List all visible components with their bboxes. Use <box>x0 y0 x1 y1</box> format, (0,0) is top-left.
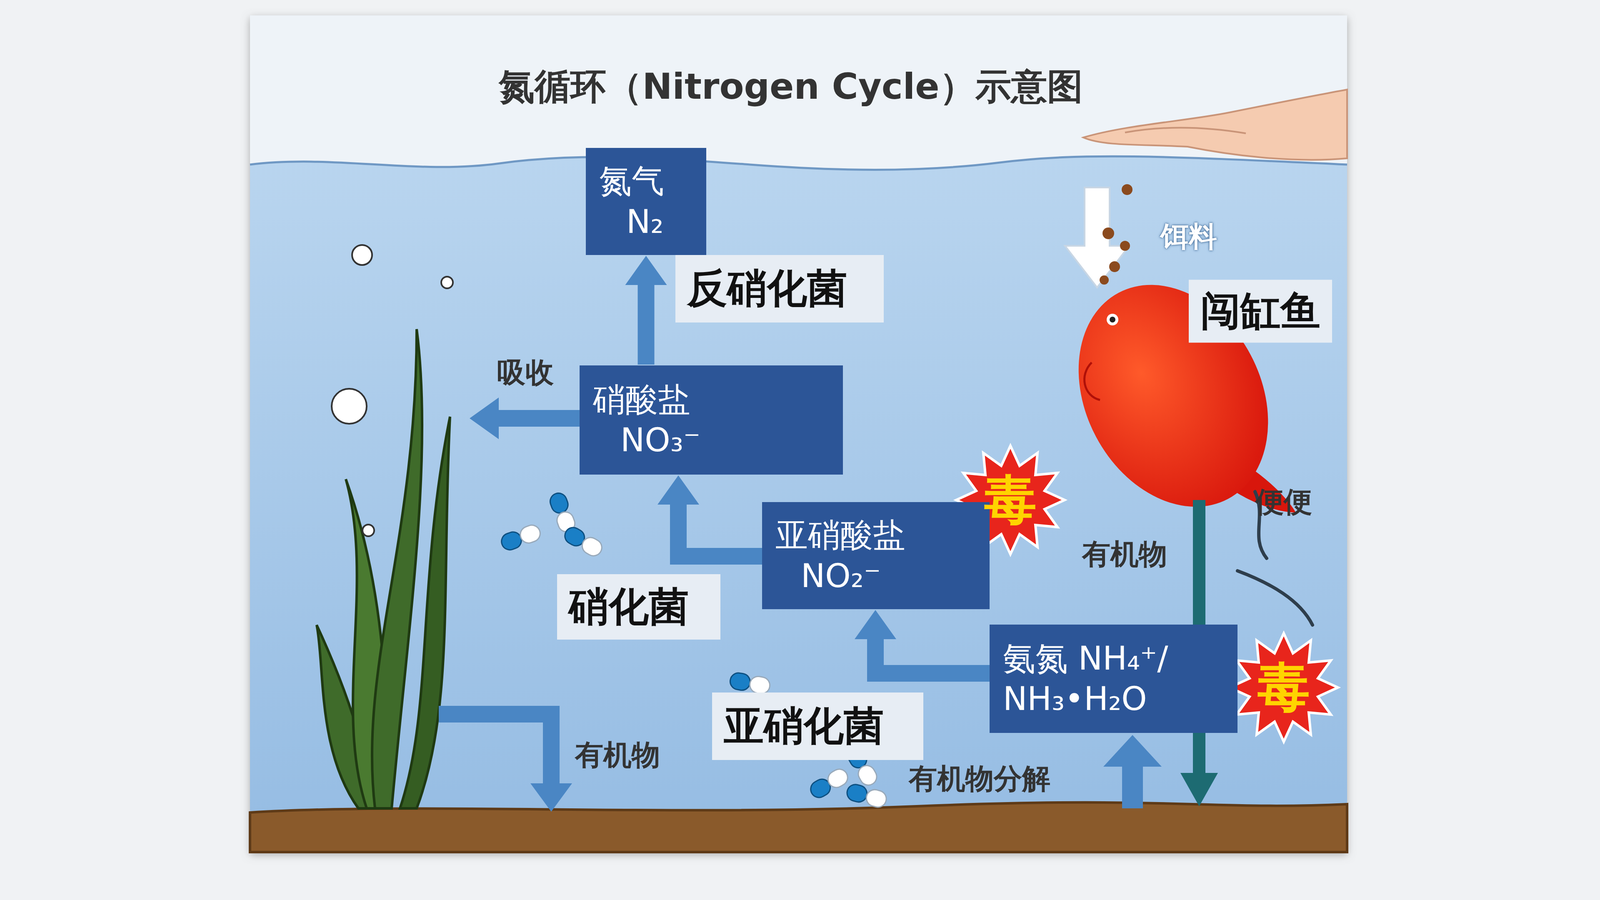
bubble <box>441 276 453 289</box>
chemical-formula: NO₃⁻ <box>620 420 701 461</box>
formula-box: 硝酸盐NO₃⁻ <box>579 365 843 475</box>
picture-frame <box>250 15 1348 853</box>
bubble <box>331 388 367 424</box>
poison-mark: 毒 <box>984 470 1037 531</box>
bacteria-label: 硝化菌 <box>557 574 721 640</box>
organic-label: 有机物 <box>1082 537 1168 571</box>
chemical-formula: NH₃•H₂O <box>1002 678 1148 720</box>
bacteria-pill <box>845 782 888 809</box>
flow-arrow <box>678 504 763 557</box>
bacteria-label: 反硝化菌 <box>675 255 884 323</box>
water-plant <box>316 329 450 809</box>
food-pellet <box>1109 261 1120 273</box>
waste-label: 便便 <box>1255 485 1313 519</box>
arrow-shaft <box>438 705 560 723</box>
formula-box: 亚硝酸盐NO₂⁻ <box>762 502 990 610</box>
flow-label: 吸收 <box>497 356 554 389</box>
fish-gill <box>1084 362 1100 400</box>
food-arrow <box>1065 187 1130 288</box>
feed-label: 饵料 <box>1160 220 1218 253</box>
feeding-hand <box>1083 89 1348 160</box>
plant-leaf <box>372 329 423 809</box>
formula-box: 氨氮 NH₄⁺/NH₃•H₂O <box>989 624 1238 733</box>
arrow-head <box>1180 772 1218 807</box>
food-pellet <box>1121 184 1133 195</box>
organic-label: 有机物分解 <box>908 762 1051 795</box>
food-pellet <box>1120 240 1130 251</box>
bacteria-pill <box>561 524 605 560</box>
arrow-shaft <box>542 705 560 785</box>
substance-name: 氮气 <box>599 160 665 202</box>
plant-leaf <box>400 416 450 809</box>
gravel-bed <box>250 802 1348 853</box>
diagram-title: 氮循环（Nitrogen Cycle）示意图 <box>498 62 1083 112</box>
bacteria-label: 亚硝化菌 <box>712 692 924 760</box>
flow-arrow <box>875 639 990 674</box>
bubble <box>362 524 375 537</box>
water <box>250 156 1348 853</box>
arrow-head <box>1103 735 1162 767</box>
arrow-head <box>469 397 499 440</box>
fish-pupil <box>1109 316 1116 323</box>
bubbles <box>331 245 453 537</box>
bacteria-pill <box>807 766 851 801</box>
organic-arrow <box>438 705 573 812</box>
flow-arrow <box>637 285 655 365</box>
bubble <box>352 245 373 265</box>
bacteria-pill <box>499 522 543 553</box>
hand <box>1083 89 1348 160</box>
formula-box: 氮气N₂ <box>585 147 707 255</box>
hand-crease <box>1125 127 1246 134</box>
substance-name: 硝酸盐 <box>592 379 691 421</box>
arrow-shaft <box>1122 764 1143 809</box>
dropping <box>1237 570 1313 625</box>
fish-label: 闯缸鱼 <box>1188 279 1333 343</box>
poison-star <box>1229 633 1338 742</box>
water-surface <box>250 156 1348 170</box>
decompose-arrow <box>1103 735 1162 809</box>
poison-mark: 毒 <box>1257 657 1310 718</box>
food-pellet <box>1102 227 1115 240</box>
food-pellet <box>1099 275 1109 285</box>
bacteria-pill <box>728 671 771 695</box>
fish-eye <box>1106 313 1119 326</box>
arrow-head <box>530 783 573 812</box>
substance-name: 亚硝酸盐 <box>775 515 906 556</box>
chemical-formula: N₂ <box>626 201 664 243</box>
arrow-shaft <box>495 410 582 427</box>
absorb-arrow <box>469 397 582 440</box>
substance-name: 氨氮 NH₄⁺/ <box>1002 638 1169 680</box>
arrow-head <box>1065 187 1130 288</box>
organic-label: 有机物 <box>575 738 660 772</box>
fish-food <box>1099 184 1133 285</box>
chemical-formula: NO₂⁻ <box>800 555 881 597</box>
